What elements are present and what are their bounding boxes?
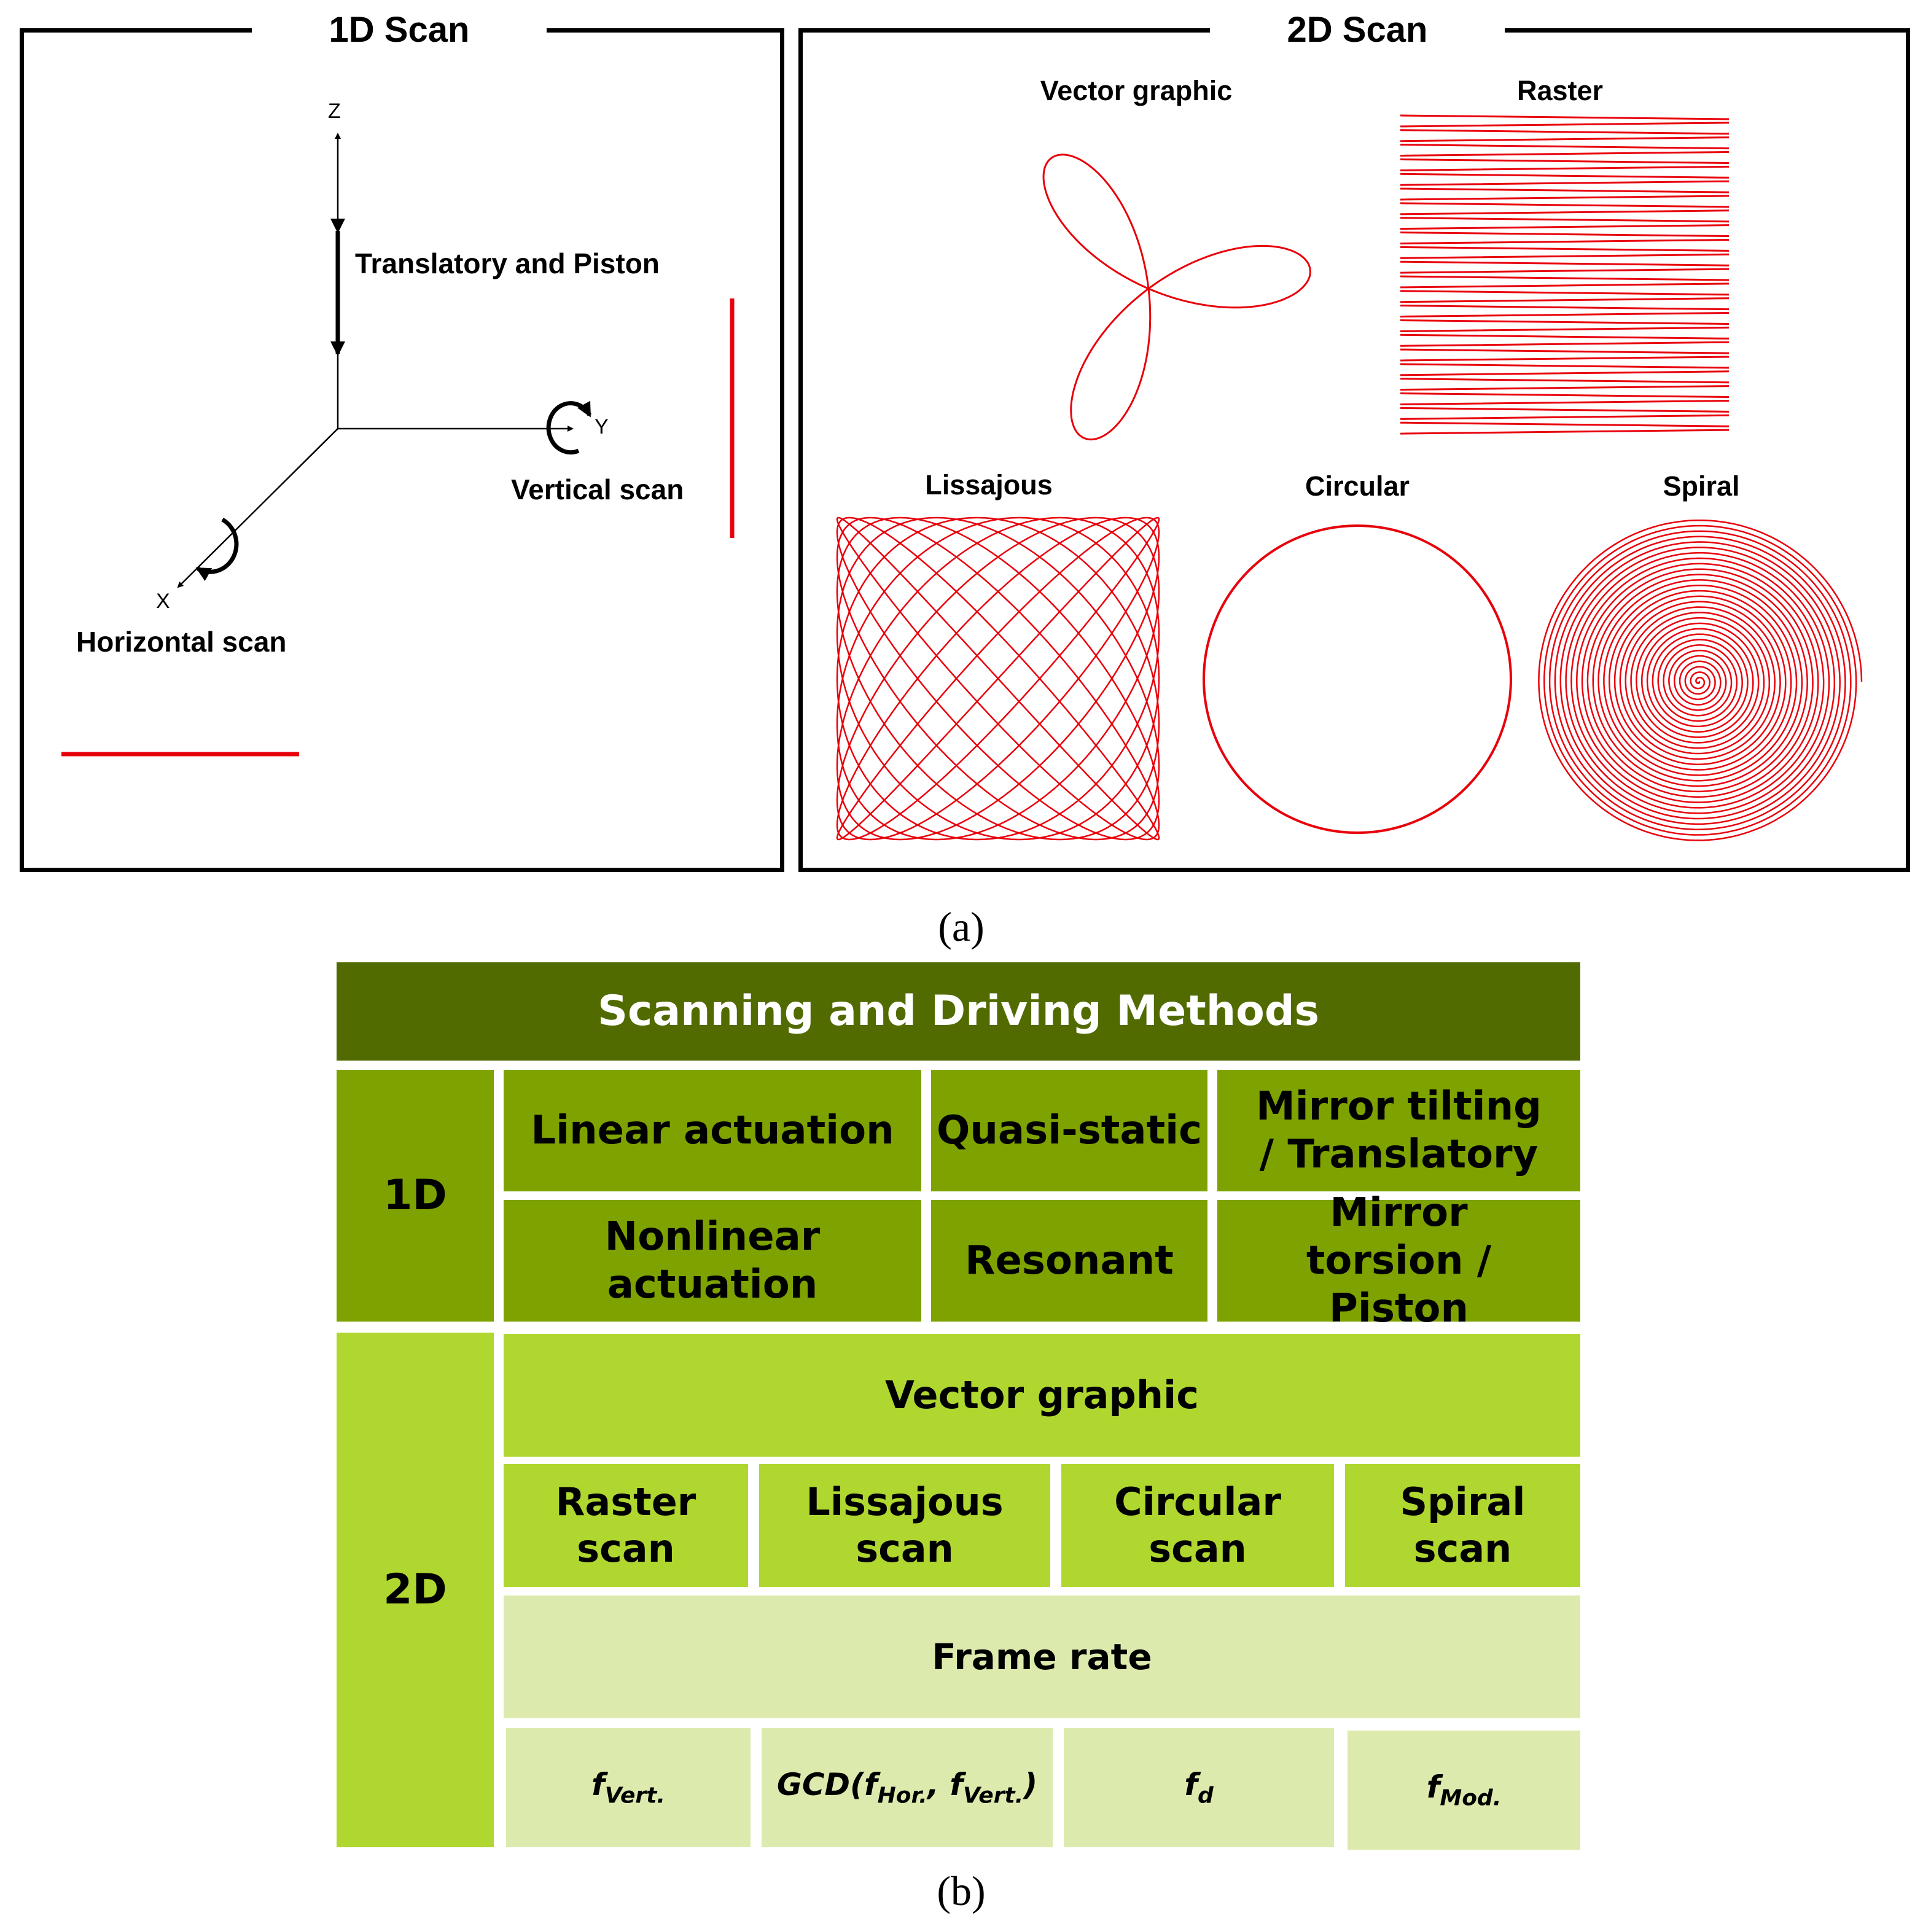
lissajous-scan-cell: Lissajous scan <box>759 1464 1050 1587</box>
vector-graphic-pattern <box>1042 154 1311 441</box>
table-header: Scanning and Driving Methods <box>337 962 1580 1061</box>
twod-row-label: 2D <box>337 1333 494 1847</box>
resonant-cell: Resonant <box>931 1200 1207 1322</box>
quasi-static-cell: Quasi-static <box>931 1070 1207 1191</box>
vector-graphic-cell: Vector graphic <box>504 1334 1580 1457</box>
frame-rate-lissajous-cell: GCD(fHor., fVert.) <box>762 1728 1053 1847</box>
spiral-pattern <box>1538 519 1863 841</box>
nonlinear-actuation-cell: Nonlinear actuation <box>504 1200 921 1322</box>
mirror-torsion-cell: Mirror torsion / Piston <box>1217 1190 1580 1331</box>
x-axis-label: X <box>156 590 170 613</box>
horizontal-scan-label: Horizontal scan <box>76 626 287 658</box>
linear-actuation-cell: Linear actuation <box>504 1070 921 1191</box>
spiral-formula: fMod. <box>1426 1769 1502 1811</box>
caption-a: (a) <box>938 903 985 950</box>
y-rotation-arrow <box>546 400 592 455</box>
frame-rate-spiral-cell: fMod. <box>1348 1731 1580 1850</box>
circular-scan-cell: Circular scan <box>1061 1464 1334 1587</box>
vector-graphic-title: Vector graphic <box>1040 75 1233 106</box>
lissajous-pattern <box>836 516 1160 841</box>
translatory-label: Translatory and Piston <box>355 247 660 279</box>
spiral-scan-cell: Spiral scan <box>1345 1464 1580 1587</box>
oned-scan-frame <box>20 28 784 872</box>
raster-scan-cell: Raster scan <box>504 1464 748 1587</box>
z-axis-label: Z <box>328 99 341 123</box>
raster-title: Raster <box>1516 75 1604 106</box>
oned-scan-title: 1D Scan <box>252 9 547 52</box>
twod-scan-title: 2D Scan <box>1210 9 1505 52</box>
lissajous-title: Lissajous <box>925 469 1053 501</box>
raster-pattern <box>1400 114 1730 435</box>
frame-rate-cell: Frame rate <box>504 1595 1580 1718</box>
y-axis-label: Y <box>595 415 609 438</box>
axes-diagram <box>61 133 735 757</box>
oned-row-label: 1D <box>337 1070 494 1322</box>
circular-pattern <box>1203 524 1512 834</box>
frame-rate-circular-cell: fd <box>1064 1728 1334 1847</box>
lissajous-formula: GCD(fHor., fVert.) <box>776 1766 1038 1809</box>
circular-formula: fd <box>1184 1766 1214 1809</box>
x-axis <box>177 428 338 588</box>
circular-title: Circular <box>1305 470 1410 502</box>
caption-b: (b) <box>937 1868 986 1914</box>
x-rotation-arrow <box>195 517 239 582</box>
spiral-title: Spiral <box>1663 470 1740 502</box>
raster-formula: fVert. <box>591 1766 666 1809</box>
mirror-tilting-cell: Mirror tilting / Translatory <box>1217 1070 1580 1191</box>
frame-rate-raster-cell: fVert. <box>506 1728 751 1847</box>
vertical-scan-label: Vertical scan <box>511 473 684 505</box>
